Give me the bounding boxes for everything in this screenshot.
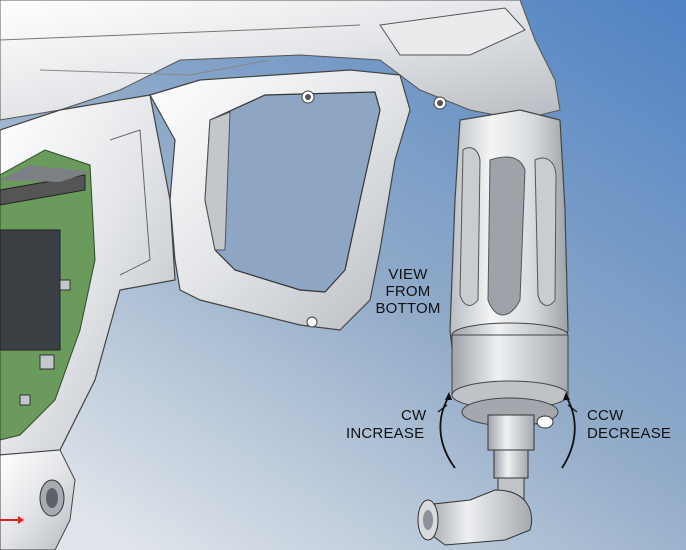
cw-arrowhead: [445, 392, 452, 400]
adjuster-nut: [487, 414, 535, 451]
cw-label: CW: [401, 407, 427, 424]
lower-body: [0, 449, 76, 550]
ccw-label: CCW: [587, 407, 624, 424]
increase-label: INCREASE: [346, 425, 425, 442]
decrease-label: DECREASE: [587, 425, 672, 442]
cw-arrow-icon: [439, 397, 456, 469]
view-from-bottom-label: VIEW FROM BOTTOM: [368, 266, 448, 317]
view-label-line3: BOTTOM: [375, 300, 441, 317]
ccw-arrow-icon: [561, 397, 576, 469]
ccw-arrowhead: [563, 392, 570, 400]
view-label-line1: VIEW: [388, 266, 428, 283]
view-label-line2: FROM: [385, 283, 431, 300]
